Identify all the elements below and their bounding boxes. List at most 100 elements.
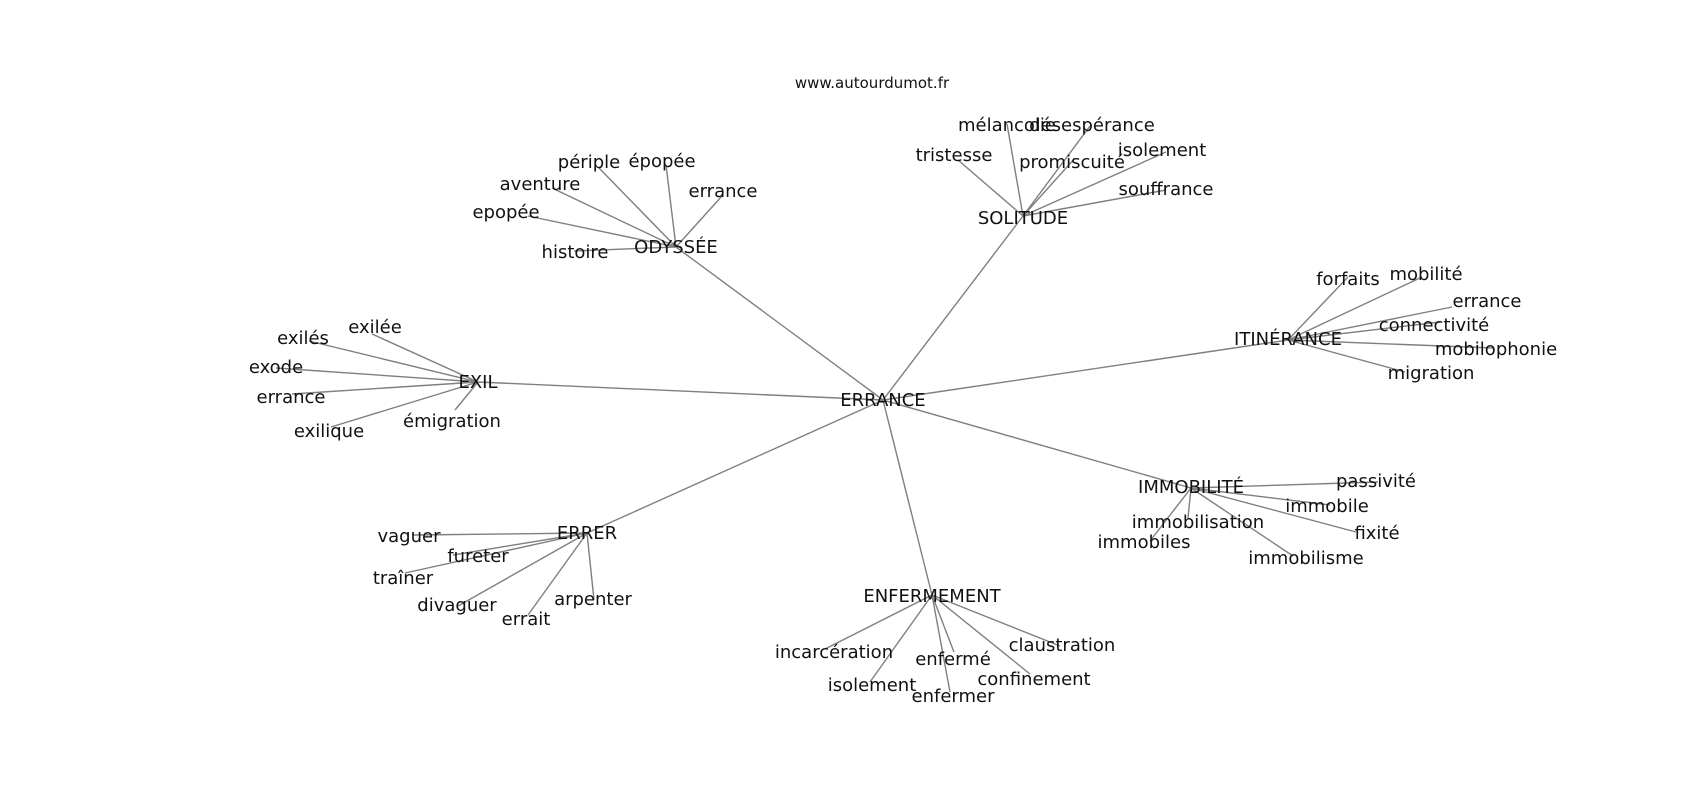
source-link[interactable]: www.autourdumot.fr — [795, 74, 950, 92]
word-node[interactable]: fureter — [447, 546, 509, 567]
word-node[interactable]: périple — [558, 152, 620, 173]
cluster-node[interactable]: ODYSSÉE — [634, 236, 718, 258]
edge-cluster-4-word-6 — [454, 381, 479, 411]
word-node[interactable]: incarcération — [775, 642, 893, 663]
word-node[interactable]: immobiles — [1098, 532, 1191, 553]
word-node[interactable]: aventure — [500, 174, 581, 195]
word-node[interactable]: confinement — [977, 669, 1090, 690]
cluster-node[interactable]: SOLITUDE — [978, 208, 1068, 229]
edge-cluster-6-word-5 — [527, 532, 588, 616]
word-node[interactable]: forfaits — [1316, 269, 1380, 290]
word-node[interactable]: epopée — [472, 202, 539, 223]
edge-cluster-7-word-3 — [931, 594, 955, 653]
word-node[interactable]: épopée — [628, 151, 695, 172]
word-node[interactable]: fixité — [1354, 523, 1399, 544]
cluster-node[interactable]: ERRER — [557, 523, 617, 544]
edge-center-2 — [882, 215, 1024, 401]
edge-cluster-6-word-1 — [412, 532, 588, 536]
word-node[interactable]: enfermé — [915, 649, 991, 670]
edge-cluster-5-word-3 — [1187, 487, 1192, 519]
word-node[interactable]: immobilisation — [1132, 512, 1264, 533]
word-node[interactable]: exilée — [348, 317, 402, 338]
word-node[interactable]: traîner — [373, 568, 434, 589]
word-node[interactable]: vaguer — [378, 526, 442, 547]
edge-cluster-2-word-4 — [1022, 151, 1167, 217]
edge-cluster-4-word-2 — [308, 340, 479, 383]
word-node[interactable]: migration — [1388, 363, 1475, 384]
word-node[interactable]: immobilisme — [1248, 548, 1364, 569]
edges — [275, 123, 1494, 693]
word-node[interactable]: mélancolie — [958, 115, 1056, 136]
word-node[interactable]: mobilité — [1389, 264, 1462, 285]
word-node[interactable]: passivité — [1336, 471, 1416, 492]
word-node[interactable]: claustration — [1009, 635, 1116, 656]
edge-cluster-3-word-4 — [1287, 321, 1441, 341]
edge-cluster-7-word-6 — [931, 594, 951, 693]
edge-cluster-4-word-4 — [291, 381, 479, 395]
edge-cluster-5-word-6 — [1190, 487, 1294, 557]
edge-cluster-2-word-1 — [1006, 123, 1024, 217]
edge-cluster-5-word-4 — [1149, 487, 1192, 542]
edge-cluster-4-word-1 — [371, 333, 479, 383]
edge-cluster-2-word-6 — [1022, 189, 1167, 217]
center-node[interactable]: ERRANCE — [840, 390, 925, 411]
word-node[interactable]: immobile — [1285, 496, 1369, 517]
word-node[interactable]: mobilophonie — [1435, 339, 1557, 360]
edge-cluster-6-word-6 — [586, 532, 595, 601]
word-node[interactable]: divaguer — [417, 595, 497, 616]
labels: www.autourdumot.fr ERRANCE ODYSSÉE périple… — [249, 74, 1557, 707]
edge-cluster-7-word-5 — [931, 594, 1031, 675]
word-node[interactable]: exode — [249, 357, 303, 378]
edge-cluster-1-word-5 — [527, 215, 677, 248]
word-node[interactable]: errance — [257, 387, 326, 408]
word-node[interactable]: isolement — [1118, 140, 1207, 161]
cluster-node[interactable]: ITINÉRANCE — [1234, 328, 1342, 350]
edge-cluster-6-word-3 — [404, 532, 588, 574]
edge-cluster-1-word-1 — [598, 167, 677, 248]
edge-cluster-7-word-2 — [931, 594, 1061, 647]
edge-cluster-6-word-2 — [452, 532, 588, 556]
word-node[interactable]: histoire — [542, 242, 609, 263]
word-node[interactable]: errance — [1453, 291, 1522, 312]
edge-cluster-1-word-3 — [551, 187, 677, 248]
edge-center-6 — [586, 399, 884, 534]
edge-center-1 — [675, 246, 884, 401]
cluster-node[interactable]: IMMOBILITÉ — [1138, 476, 1244, 498]
word-node[interactable]: promiscuité — [1019, 152, 1125, 173]
word-node[interactable]: exilique — [294, 421, 364, 442]
edge-cluster-2-word-5 — [1022, 157, 1076, 217]
word-node[interactable]: connectivité — [1379, 315, 1490, 336]
word-node[interactable]: désespérance — [1029, 115, 1155, 136]
edge-center-7 — [882, 399, 933, 596]
word-node[interactable]: errance — [689, 181, 758, 202]
word-node[interactable]: isolement — [828, 675, 917, 696]
edge-cluster-4-word-3 — [275, 367, 479, 383]
word-node[interactable]: enfermer — [912, 686, 996, 707]
edge-cluster-1-word-6 — [573, 246, 677, 252]
edge-cluster-1-word-4 — [675, 195, 723, 248]
edge-cluster-3-word-3 — [1287, 306, 1453, 341]
edge-cluster-3-word-6 — [1287, 339, 1406, 373]
edge-center-3 — [882, 339, 1289, 401]
edge-cluster-5-word-5 — [1190, 487, 1357, 533]
word-node[interactable]: souffrance — [1118, 179, 1213, 200]
cluster-node[interactable]: ENFERMEMENT — [863, 586, 1001, 607]
edge-cluster-3-word-2 — [1287, 276, 1423, 341]
edge-cluster-5-word-2 — [1190, 487, 1331, 506]
edge-cluster-5-word-1 — [1190, 481, 1379, 489]
cluster-node[interactable]: EXIL — [458, 372, 497, 393]
edge-cluster-2-word-2 — [1022, 125, 1091, 217]
edge-cluster-2-word-3 — [957, 159, 1024, 217]
edge-cluster-4-word-5 — [330, 381, 479, 428]
edge-center-4 — [477, 381, 884, 401]
word-node[interactable]: exilés — [277, 328, 329, 349]
edge-cluster-3-word-1 — [1287, 276, 1349, 341]
word-node[interactable]: émigration — [403, 411, 501, 432]
edge-cluster-7-word-1 — [824, 594, 933, 650]
word-node[interactable]: errait — [502, 609, 551, 630]
edge-center-5 — [882, 399, 1192, 489]
word-node[interactable]: tristesse — [916, 145, 993, 166]
word-node[interactable]: arpenter — [554, 589, 632, 610]
